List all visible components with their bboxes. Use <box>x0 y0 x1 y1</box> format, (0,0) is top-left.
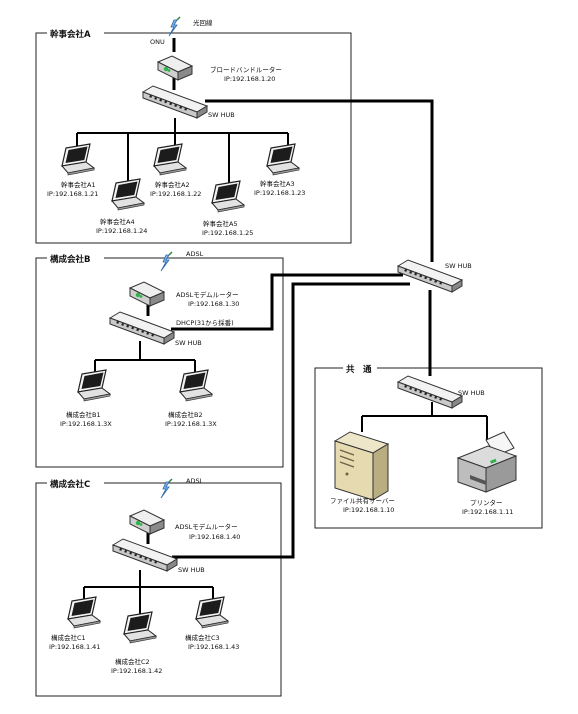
server-ip: IP:192.168.1.10 <box>343 506 394 514</box>
printer-name: プリンター <box>470 498 503 507</box>
server-name: ファイル共有サーバー <box>330 496 395 505</box>
group-c-frame <box>35 482 282 697</box>
router-c-name: ADSLモデムルーター <box>175 522 238 531</box>
pc-a1-name: 幹事会社A1 <box>61 180 96 189</box>
hub-b-label: SW HUB <box>175 339 202 347</box>
pc-a5-ip: IP:192.168.1.25 <box>202 229 253 237</box>
pc-c1-icon <box>67 596 101 629</box>
pc-c3-ip: IP:192.168.1.43 <box>188 643 239 651</box>
group-c-title: 構成会社C <box>50 479 90 490</box>
hub-common-label: SW HUB <box>458 389 485 397</box>
pc-a4-name: 幹事会社A4 <box>100 217 135 226</box>
printer-ip: IP:192.168.1.11 <box>462 508 513 516</box>
pc-a2-ip: IP:192.168.1.22 <box>150 190 201 198</box>
adsl-b-bolt-icon <box>160 251 173 272</box>
pc-b2-ip: IP:192.168.1.3X <box>165 420 217 428</box>
hub-c-label: SW HUB <box>178 566 205 574</box>
router-b-name: ADSLモデムルーター <box>176 290 239 299</box>
hub-common-icon <box>397 375 463 409</box>
hub-a-label: SW HUB <box>208 111 235 119</box>
dhcp-note: DHCP(31から採番) <box>176 318 234 327</box>
pc-a1-icon <box>61 143 95 176</box>
pc-c1-ip: IP:192.168.1.41 <box>49 643 100 651</box>
router-a-name: ブロードバンドルーター <box>210 65 282 74</box>
hub-core-label: SW HUB <box>445 262 472 270</box>
pc-c1-name: 構成会社C1 <box>51 633 86 642</box>
pc-a3-ip: IP:192.168.1.23 <box>254 189 305 197</box>
pc-a5-name: 幹事会社A5 <box>203 219 238 228</box>
pc-b1-ip: IP:192.168.1.3X <box>60 420 112 428</box>
server-icon <box>333 431 390 501</box>
adsl-c-bolt-icon <box>160 478 173 499</box>
pc-a3-name: 幹事会社A3 <box>260 179 295 188</box>
hub-c-icon <box>112 538 178 572</box>
pc-b1-name: 構成会社B1 <box>66 410 101 419</box>
group-common-title: 共 通 <box>346 364 372 375</box>
pc-b2-icon <box>179 369 213 402</box>
adsl-b-label: ADSL <box>186 250 204 258</box>
pc-c3-name: 構成会社C3 <box>185 633 220 642</box>
hub-b-icon <box>109 311 175 345</box>
pc-a1-ip: IP:192.168.1.21 <box>47 190 98 198</box>
pc-b1-icon <box>77 369 111 402</box>
group-b-frame <box>35 257 284 468</box>
pc-a2-name: 幹事会社A2 <box>155 180 190 189</box>
onu-label: ONU <box>150 38 165 46</box>
pc-a3-icon <box>266 143 300 176</box>
router-b-icon <box>129 281 165 307</box>
pc-a4-icon <box>111 178 145 211</box>
router-b-ip: IP:192.168.1.30 <box>188 300 239 308</box>
printer-icon <box>456 431 518 493</box>
group-a-frame <box>35 32 352 244</box>
pc-b2-name: 構成会社B2 <box>168 410 203 419</box>
group-b-title: 構成会社B <box>50 254 90 265</box>
router-a-ip: IP:192.168.1.20 <box>224 75 275 83</box>
router-a-icon <box>157 55 193 81</box>
pc-a5-icon <box>211 180 245 213</box>
hub-a-icon <box>142 85 208 119</box>
pc-a2-icon <box>153 143 187 176</box>
group-a-title: 幹事会社A <box>50 29 91 40</box>
pc-c3-icon <box>195 596 229 629</box>
pc-c2-ip: IP:192.168.1.42 <box>111 667 162 675</box>
router-c-ip: IP:192.168.1.40 <box>189 533 240 541</box>
router-c-icon <box>129 509 165 535</box>
adsl-c-label: ADSL <box>186 477 204 485</box>
fiber-label: 光回線 <box>193 18 213 27</box>
pc-c2-name: 構成会社C2 <box>115 657 150 666</box>
pc-c2-icon <box>123 611 157 644</box>
pc-a4-ip: IP:192.168.1.24 <box>96 227 147 235</box>
